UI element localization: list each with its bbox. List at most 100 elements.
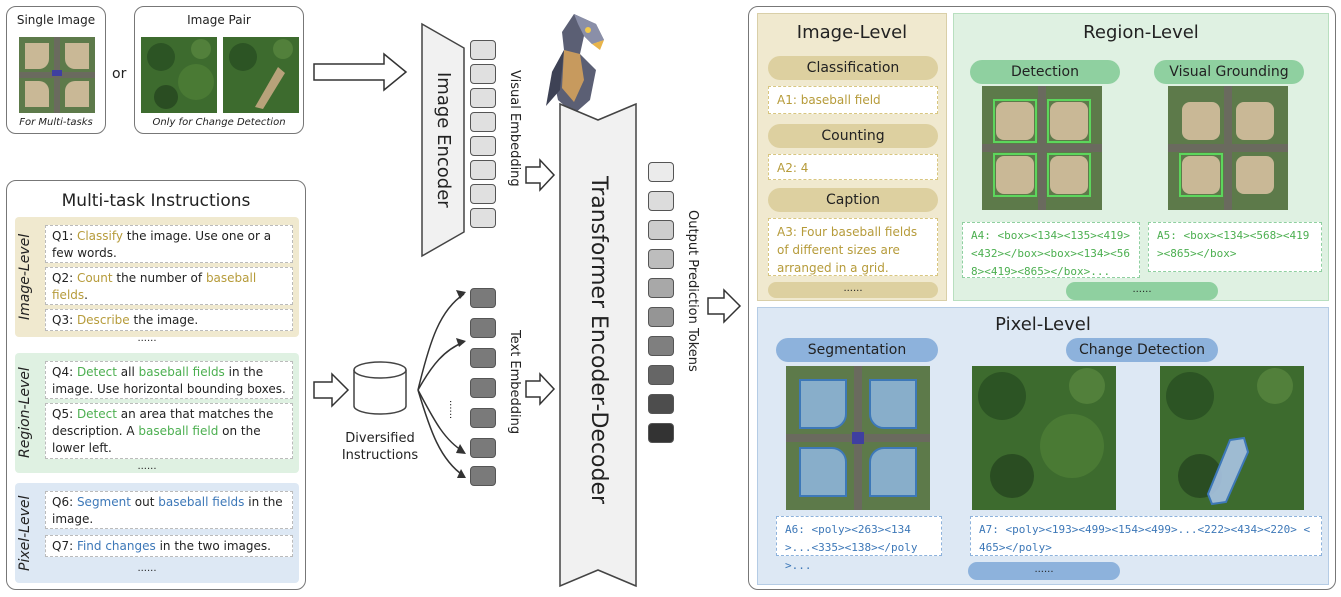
diversified-instructions-label: Diversified Instructions	[341, 431, 419, 463]
instructions-arrow	[313, 372, 350, 408]
q2-mid: the number of	[112, 271, 206, 285]
region-level-more: ......	[1066, 282, 1218, 300]
change-before-image	[972, 366, 1116, 510]
out-pixel-level-title: Pixel-Level	[995, 314, 1091, 335]
detection-image	[982, 86, 1102, 210]
q2-object: baseball fields	[52, 271, 257, 302]
q1-prefix: Q1:	[52, 229, 77, 243]
output-token	[648, 249, 674, 269]
instr-region-level-section: Region-Level Q4: Detect all baseball fie…	[15, 353, 299, 473]
visual-token-stack	[470, 40, 500, 250]
q7-box: Q7: Find changes in the two images.	[45, 535, 293, 557]
outputs-panel: Image-Level Classification A1: baseball …	[748, 6, 1336, 590]
text-token	[470, 466, 496, 486]
q7-prefix: Q7:	[52, 539, 77, 553]
pair-image-after	[223, 37, 299, 113]
visual-token	[470, 64, 496, 84]
q6-keyword: Segment	[76, 495, 131, 509]
q5-object: baseball field	[138, 424, 219, 438]
a2-answer: A2: 4	[768, 154, 938, 180]
q5-prefix: Q5:	[52, 407, 77, 421]
change-after-image	[1160, 366, 1304, 510]
grounding-image	[1168, 86, 1288, 210]
visual-token	[470, 184, 496, 204]
q3-keyword: Describe	[76, 313, 130, 327]
q1-rest: the image. Use one or a few words.	[52, 229, 272, 260]
q4-object: baseball fields	[138, 365, 225, 379]
q5-mid: an area that matches the description. A	[52, 407, 274, 438]
detection-pill: Detection	[970, 60, 1120, 84]
text-token-stack	[470, 288, 500, 498]
visual-token	[470, 136, 496, 156]
q4-keyword: Detect	[76, 365, 117, 379]
text-dots: ......	[447, 400, 458, 420]
visual-token	[470, 88, 496, 108]
out-image-level-section: Image-Level Classification A1: baseball …	[757, 13, 947, 301]
q3-box: Q3: Describe the image.	[45, 309, 293, 331]
q5-rest: on the lower left.	[52, 424, 261, 455]
a6-answer: A6: <poly><263><134>...<335><138></poly …	[776, 516, 942, 572]
instr-pixel-level-label: Pixel-Level	[17, 495, 33, 571]
q4-mid: all	[116, 365, 139, 379]
output-token-stack	[648, 162, 678, 452]
text-token	[470, 438, 496, 458]
output-token	[648, 307, 674, 327]
input-arrow	[313, 52, 408, 92]
a1-answer: A1: baseball field	[768, 86, 938, 114]
q1-box: Q1: Classify the image. Use one or a few…	[45, 225, 293, 263]
visual-grounding-pill: Visual Grounding	[1154, 60, 1304, 84]
visual-token	[470, 208, 496, 228]
image-level-more: ......	[768, 282, 938, 298]
q6-rest: in the image.	[52, 495, 283, 526]
q5-box: Q5: Detect an area that matches the desc…	[45, 403, 293, 459]
text-token	[470, 408, 496, 428]
q3-prefix: Q3:	[52, 313, 77, 327]
text-token	[470, 288, 496, 308]
a4-answer: A4: <box><134><135><419><432></box><box>…	[962, 222, 1140, 278]
or-label: or	[112, 66, 127, 82]
counting-pill: Counting	[768, 124, 938, 148]
q6-mid: out	[130, 495, 159, 509]
q6-object: baseball fields	[158, 495, 245, 509]
output-token	[648, 220, 674, 240]
single-image-thumb	[19, 37, 95, 113]
fan-arrows	[417, 290, 466, 478]
text-token	[470, 318, 496, 338]
text-embedding-label: Text Embedding	[507, 330, 522, 435]
instructions-database-icon	[353, 361, 407, 415]
transformer-label: Transformer Encoder-Decoder	[586, 175, 611, 505]
instr-region-level-label: Region-Level	[17, 367, 33, 459]
image-encoder-label: Image Encoder	[433, 72, 454, 208]
instr-image-level-section: Image-Level Q1: Classify the image. Use …	[15, 217, 299, 337]
q2-end: .	[84, 288, 88, 302]
visual-token	[470, 160, 496, 180]
q1-keyword: Classify	[76, 229, 123, 243]
a5-answer: A5: <box><134><568><419><865></box>	[1148, 222, 1322, 272]
q7-keyword: Find changes	[76, 539, 156, 553]
visual-to-transformer-arrow	[525, 158, 556, 192]
out-region-level-section: Region-Level Detection Visual Grounding	[953, 13, 1329, 301]
output-token	[648, 191, 674, 211]
pixel-level-more: ......	[968, 562, 1120, 580]
q6-box: Q6: Segment out baseball fields in the i…	[45, 491, 293, 529]
visual-token	[470, 40, 496, 60]
falcon-mascot-icon	[546, 14, 604, 114]
transformer-shape	[559, 102, 637, 588]
single-image-caption: For Multi-tasks	[19, 117, 93, 128]
q4-prefix: Q4:	[52, 365, 77, 379]
q2-prefix: Q2:	[52, 271, 77, 285]
q4-box: Q4: Detect all baseball fields in the im…	[45, 361, 293, 399]
out-region-level-title: Region-Level	[1083, 22, 1199, 43]
q6-prefix: Q6:	[52, 495, 77, 509]
text-to-transformer-arrow	[525, 372, 556, 406]
segmentation-image	[786, 366, 930, 510]
a3-answer: A3: Four baseball fields of different si…	[768, 218, 938, 276]
output-token	[648, 336, 674, 356]
image-encoder-shape	[421, 22, 465, 258]
q4-rest: in the image. Use horizontal bounding bo…	[52, 365, 286, 396]
q5-keyword: Detect	[76, 407, 117, 421]
pair-image-before	[141, 37, 217, 113]
q2-keyword: Count	[76, 271, 113, 285]
output-token	[648, 278, 674, 298]
instr-image-level-label: Image-Level	[17, 233, 33, 321]
